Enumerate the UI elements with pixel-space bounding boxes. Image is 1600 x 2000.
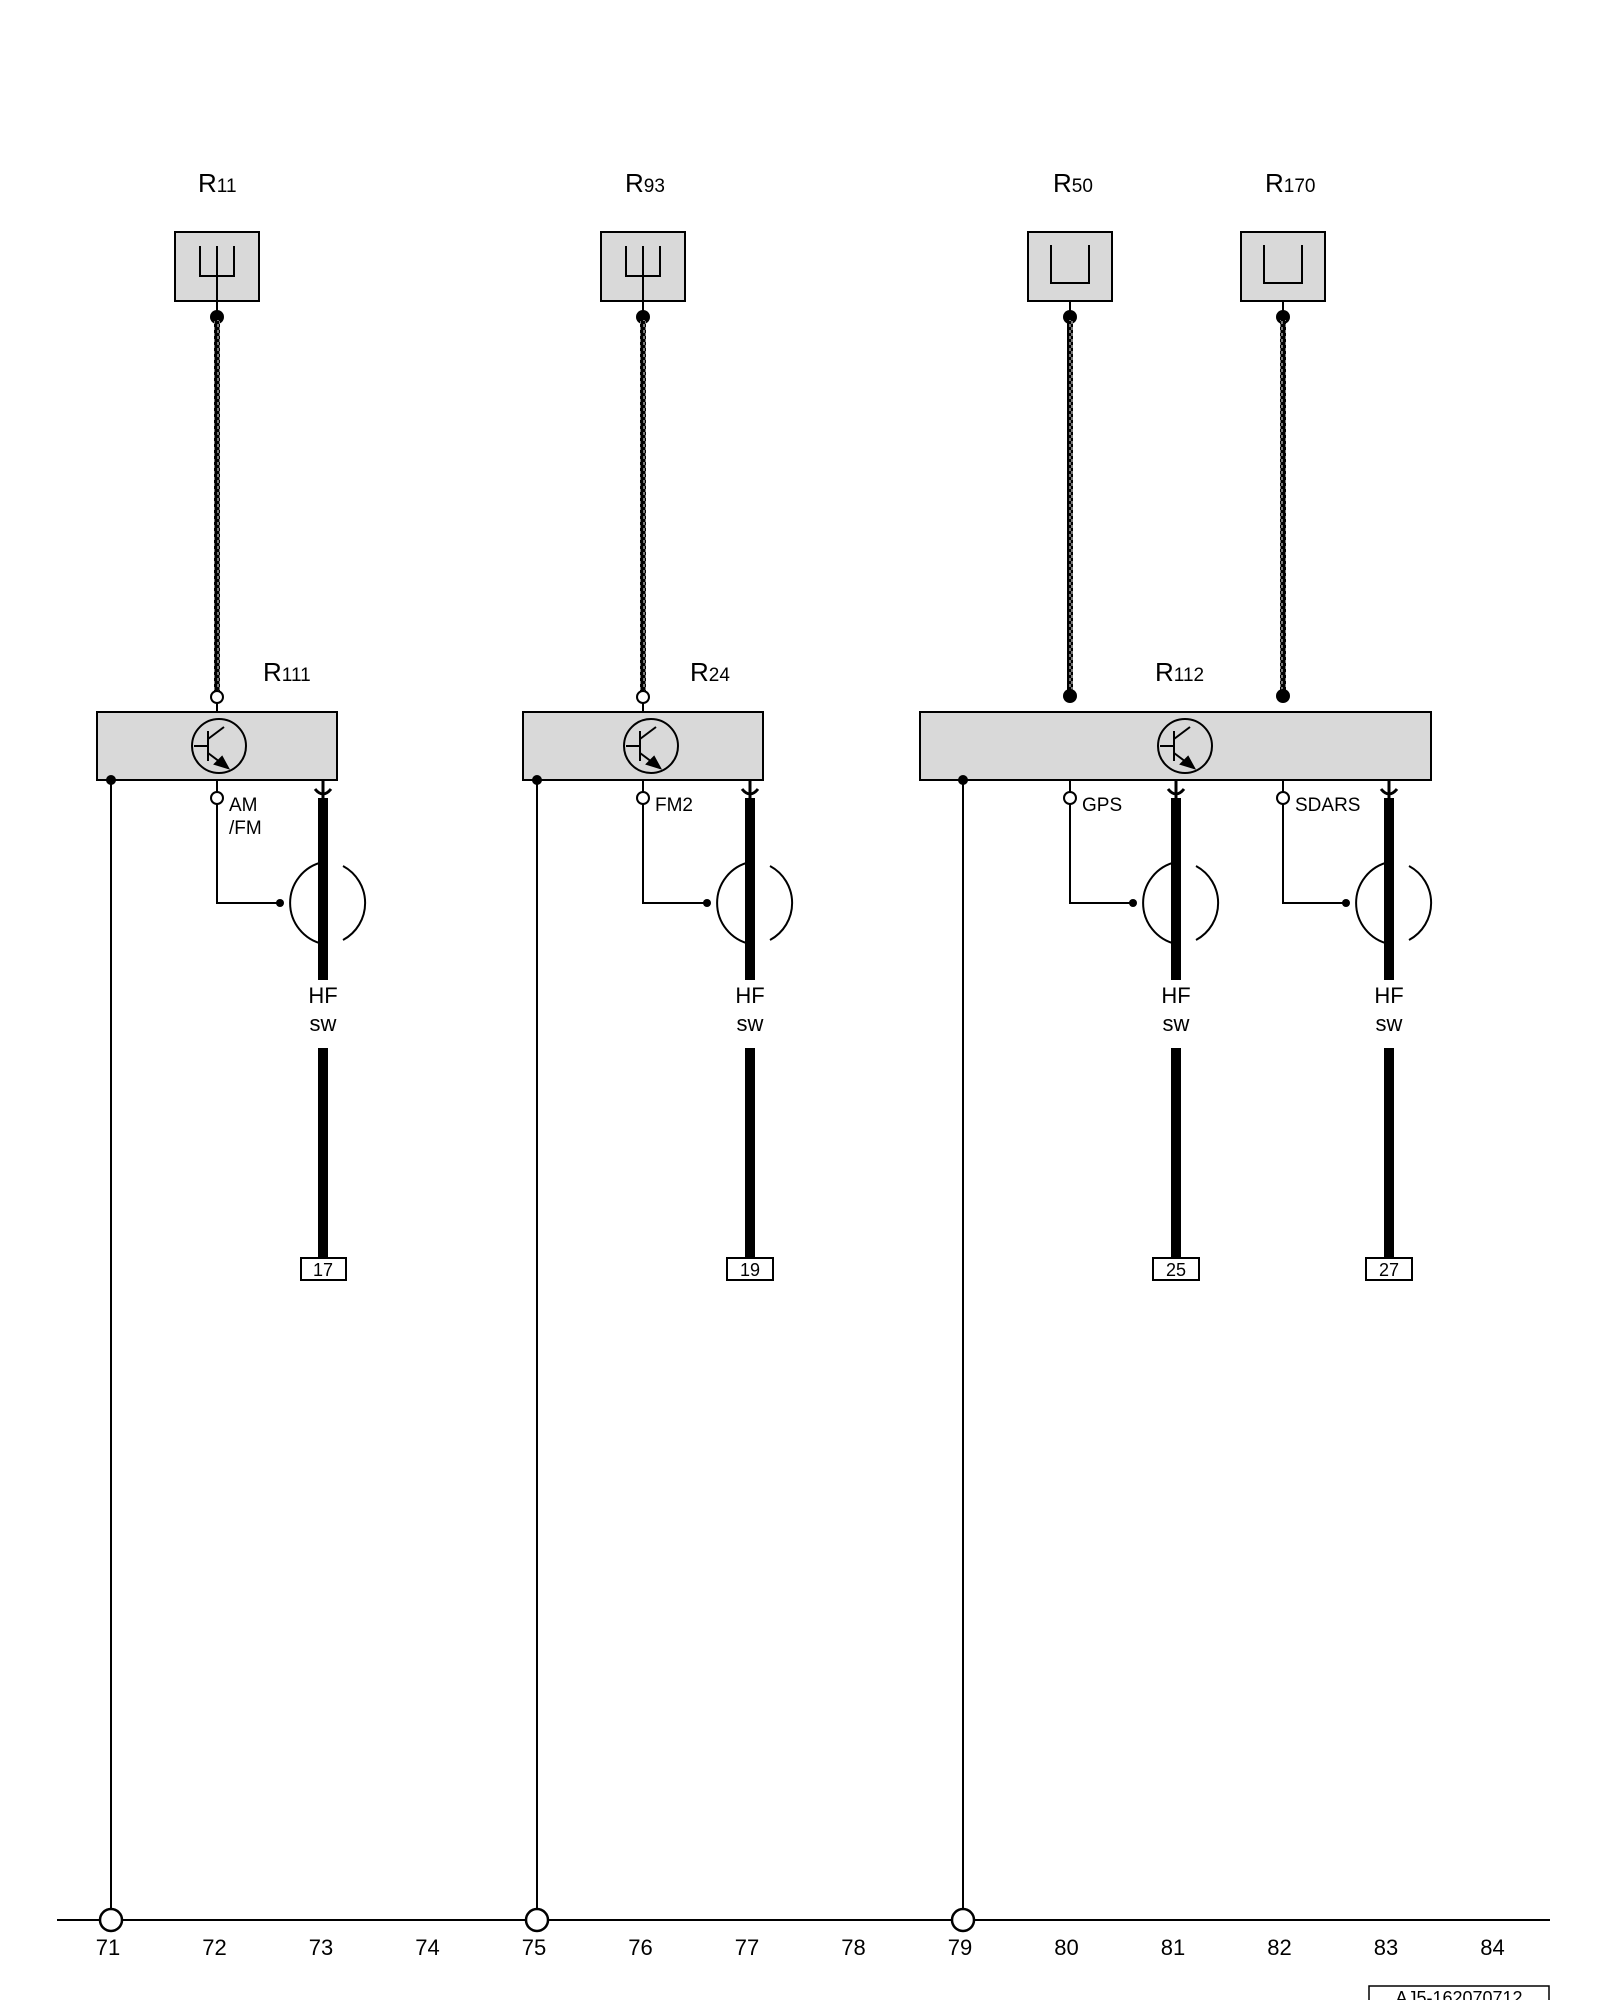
r170-number: 170 [1284, 176, 1316, 197]
wire-color-label: sw [737, 1011, 764, 1036]
column-number: 77 [735, 1935, 759, 1960]
column-numbers: 71 72 73 74 75 76 77 78 79 80 81 82 83 84 [96, 1935, 1505, 1960]
column-number: 82 [1267, 1935, 1291, 1960]
signal-fm-label: /FM [229, 818, 262, 839]
svg-text:R24: R24 [690, 657, 730, 687]
transistor-icon [1157, 718, 1213, 774]
column-number: 72 [202, 1935, 226, 1960]
column-number: 74 [415, 1935, 439, 1960]
column-number: 81 [1161, 1935, 1185, 1960]
r50-letter: R [1053, 168, 1072, 198]
shield-icon [1142, 861, 1220, 945]
r170-letter: R [1265, 168, 1284, 198]
wire-color-label: sw [1376, 1011, 1403, 1036]
reference-box: AJ5-162070712 [1368, 1985, 1550, 2000]
wire-color-label: sw [1163, 1011, 1190, 1036]
r112-letter: R [1155, 657, 1174, 687]
output-am-fm: AM /FM HF sw 17 [210, 780, 367, 1281]
column-number: 83 [1374, 1935, 1398, 1960]
r112-number: 112 [1174, 665, 1204, 686]
r93-letter: R [625, 168, 644, 198]
r50-number: 50 [1072, 176, 1093, 197]
svg-text:R50: R50 [1053, 168, 1093, 198]
wire-type-label: HF [308, 983, 337, 1008]
ground-wires [106, 775, 968, 1908]
column-number: 76 [628, 1935, 652, 1960]
shield-icon [716, 861, 794, 945]
svg-text:R93: R93 [625, 168, 665, 198]
svg-text:R170: R170 [1265, 168, 1315, 198]
r24-number: 24 [709, 665, 731, 686]
output-fm2: FM2 HF sw 19 [636, 780, 794, 1281]
shield-icon [1355, 861, 1433, 945]
column-number: 80 [1054, 1935, 1078, 1960]
antenna-r50: R50 [1027, 168, 1113, 302]
amplifier-r112: R112 [919, 657, 1432, 781]
r24-letter: R [690, 657, 709, 687]
antenna-r11: R11 [174, 168, 260, 302]
column-number: 75 [522, 1935, 546, 1960]
signal-gps-label: GPS [1082, 795, 1122, 816]
svg-text:R111: R111 [263, 657, 311, 687]
signal-fm2-label: FM2 [655, 795, 693, 816]
target-label-17: 17 [313, 1260, 333, 1280]
wire-type-label: HF [735, 983, 764, 1008]
antenna-cup-icon [1050, 245, 1090, 284]
wire-type-label: HF [1374, 983, 1403, 1008]
antenna-fork-icon [199, 246, 235, 300]
antenna-fork-icon [625, 246, 661, 300]
r11-letter: R [198, 168, 217, 198]
r111-letter: R [263, 657, 282, 687]
target-label-19: 19 [740, 1260, 760, 1280]
signal-sdars-label: SDARS [1295, 795, 1360, 816]
column-number: 73 [309, 1935, 333, 1960]
svg-text:R11: R11 [198, 168, 237, 198]
transistor-icon [623, 718, 679, 774]
column-number: 79 [948, 1935, 972, 1960]
output-sdars: SDARS HF sw 27 [1276, 780, 1433, 1281]
shield-icon [289, 861, 367, 945]
r11-number: 11 [217, 176, 237, 197]
column-number: 78 [841, 1935, 865, 1960]
ground-bus [57, 1907, 1550, 1933]
amplifier-r24: R24 [522, 657, 764, 781]
reference-code: AJ5-162070712 [1395, 1988, 1522, 2000]
column-number: 84 [1480, 1935, 1504, 1960]
antenna-cables [210, 301, 1290, 712]
transistor-icon [191, 718, 247, 774]
antenna-r170: R170 [1240, 168, 1326, 302]
amplifier-r111: R111 [96, 657, 338, 781]
wire-type-label: HF [1161, 983, 1190, 1008]
target-label-25: 25 [1166, 1260, 1186, 1280]
column-number: 71 [96, 1935, 120, 1960]
svg-text:R112: R112 [1155, 657, 1204, 687]
antenna-r93: R93 [600, 168, 686, 302]
output-gps: GPS HF sw 25 [1063, 780, 1220, 1281]
wire-color-label: sw [310, 1011, 337, 1036]
antenna-cup-icon [1263, 245, 1303, 284]
r93-number: 93 [644, 176, 665, 197]
signal-am-label: AM [229, 795, 258, 816]
target-label-27: 27 [1379, 1260, 1399, 1280]
r111-number: 111 [282, 665, 311, 686]
